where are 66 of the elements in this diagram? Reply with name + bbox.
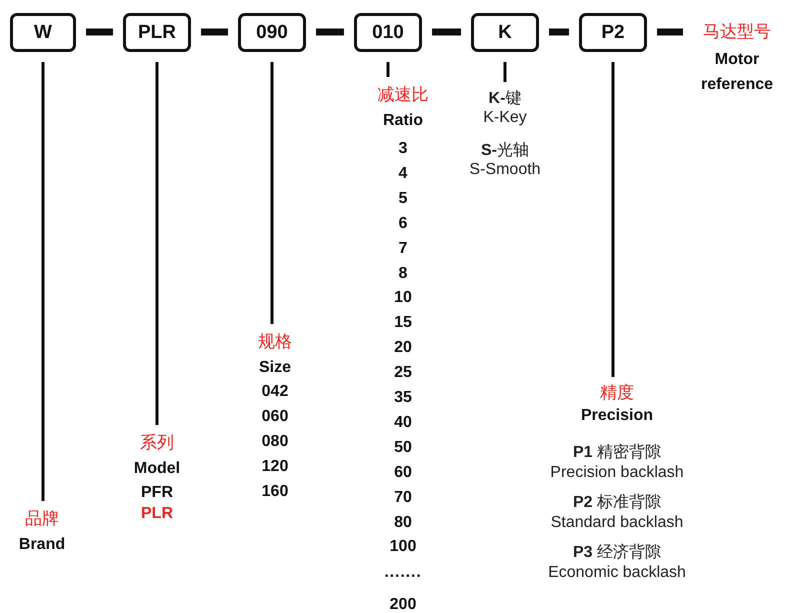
ratio-value: 20 — [394, 338, 412, 358]
option-text: S-光轴 — [481, 140, 529, 161]
ratio-value: 50 — [394, 438, 412, 458]
option-text: Precision backlash — [550, 463, 684, 483]
ratio-value: 4 — [398, 164, 408, 184]
leader-line — [612, 62, 614, 377]
option-text: P1 精密背隙 — [572, 442, 662, 463]
leader-line — [156, 62, 158, 425]
english-label: Brand — [18, 535, 66, 555]
ratio-value: 10 — [394, 288, 412, 308]
ratio-value: 80 — [394, 512, 412, 532]
code-box: 010 — [354, 13, 422, 52]
series-code: PFR — [141, 483, 173, 503]
connector-dash — [201, 28, 228, 36]
ratio-value: 40 — [394, 412, 412, 433]
code-box: PLR — [123, 13, 191, 52]
size-value: 120 — [262, 457, 288, 477]
ratio-value: 35 — [394, 388, 412, 408]
code-box: W — [10, 13, 76, 52]
ratio-value: 6 — [398, 214, 408, 234]
chinese-label: 品牌 — [25, 508, 59, 530]
option-text: P2 标准背隙 — [572, 492, 662, 513]
ratio-value: 7 — [398, 238, 408, 259]
ratio-value: 60 — [394, 462, 412, 483]
option-text: K-Key — [483, 108, 527, 128]
chinese-label: 减速比 — [378, 84, 428, 106]
option-text: P3 经济背隙 — [572, 542, 662, 563]
series-code: PLR — [141, 504, 173, 524]
option-text: Economic backlash — [548, 563, 686, 583]
ratio-value: ······· — [384, 567, 422, 587]
connector-dash — [432, 28, 461, 36]
connector-dash — [549, 28, 569, 36]
leader-line — [270, 62, 274, 324]
ratio-value: 25 — [394, 363, 412, 384]
ratio-value: 3 — [398, 139, 408, 159]
connector-dash — [657, 28, 683, 36]
chinese-label: 马达型号 — [703, 21, 771, 43]
size-value: 042 — [262, 382, 288, 402]
english-label: Model — [134, 459, 180, 479]
ratio-value: 100 — [390, 537, 416, 558]
chinese-label: 规格 — [258, 331, 292, 353]
option-text: Standard backlash — [550, 513, 684, 533]
connector-dash — [86, 28, 113, 36]
leader-line — [42, 62, 44, 501]
size-value: 080 — [262, 432, 288, 452]
option-text: S-Smooth — [469, 160, 541, 180]
ratio-value: 200 — [390, 595, 416, 613]
leader-line — [504, 62, 506, 82]
chinese-label: 系列 — [140, 432, 174, 454]
ratio-value: 8 — [398, 264, 408, 284]
english-label: Precision — [580, 406, 654, 426]
code-box: P2 — [579, 13, 647, 52]
ratio-value: 15 — [394, 313, 412, 334]
code-box: 090 — [238, 13, 306, 52]
size-value: 060 — [262, 407, 288, 427]
ratio-value: 70 — [394, 488, 412, 508]
chinese-label: 精度 — [600, 382, 634, 404]
leader-line — [386, 62, 390, 77]
english-label: Motor reference — [700, 50, 774, 95]
option-text: K-键 — [488, 89, 522, 109]
size-value: 160 — [262, 482, 288, 502]
english-label: Size — [259, 358, 291, 378]
english-label: Ratio — [383, 111, 423, 131]
code-box: K — [471, 13, 539, 52]
connector-dash — [316, 28, 344, 36]
ratio-value: 5 — [398, 188, 408, 209]
